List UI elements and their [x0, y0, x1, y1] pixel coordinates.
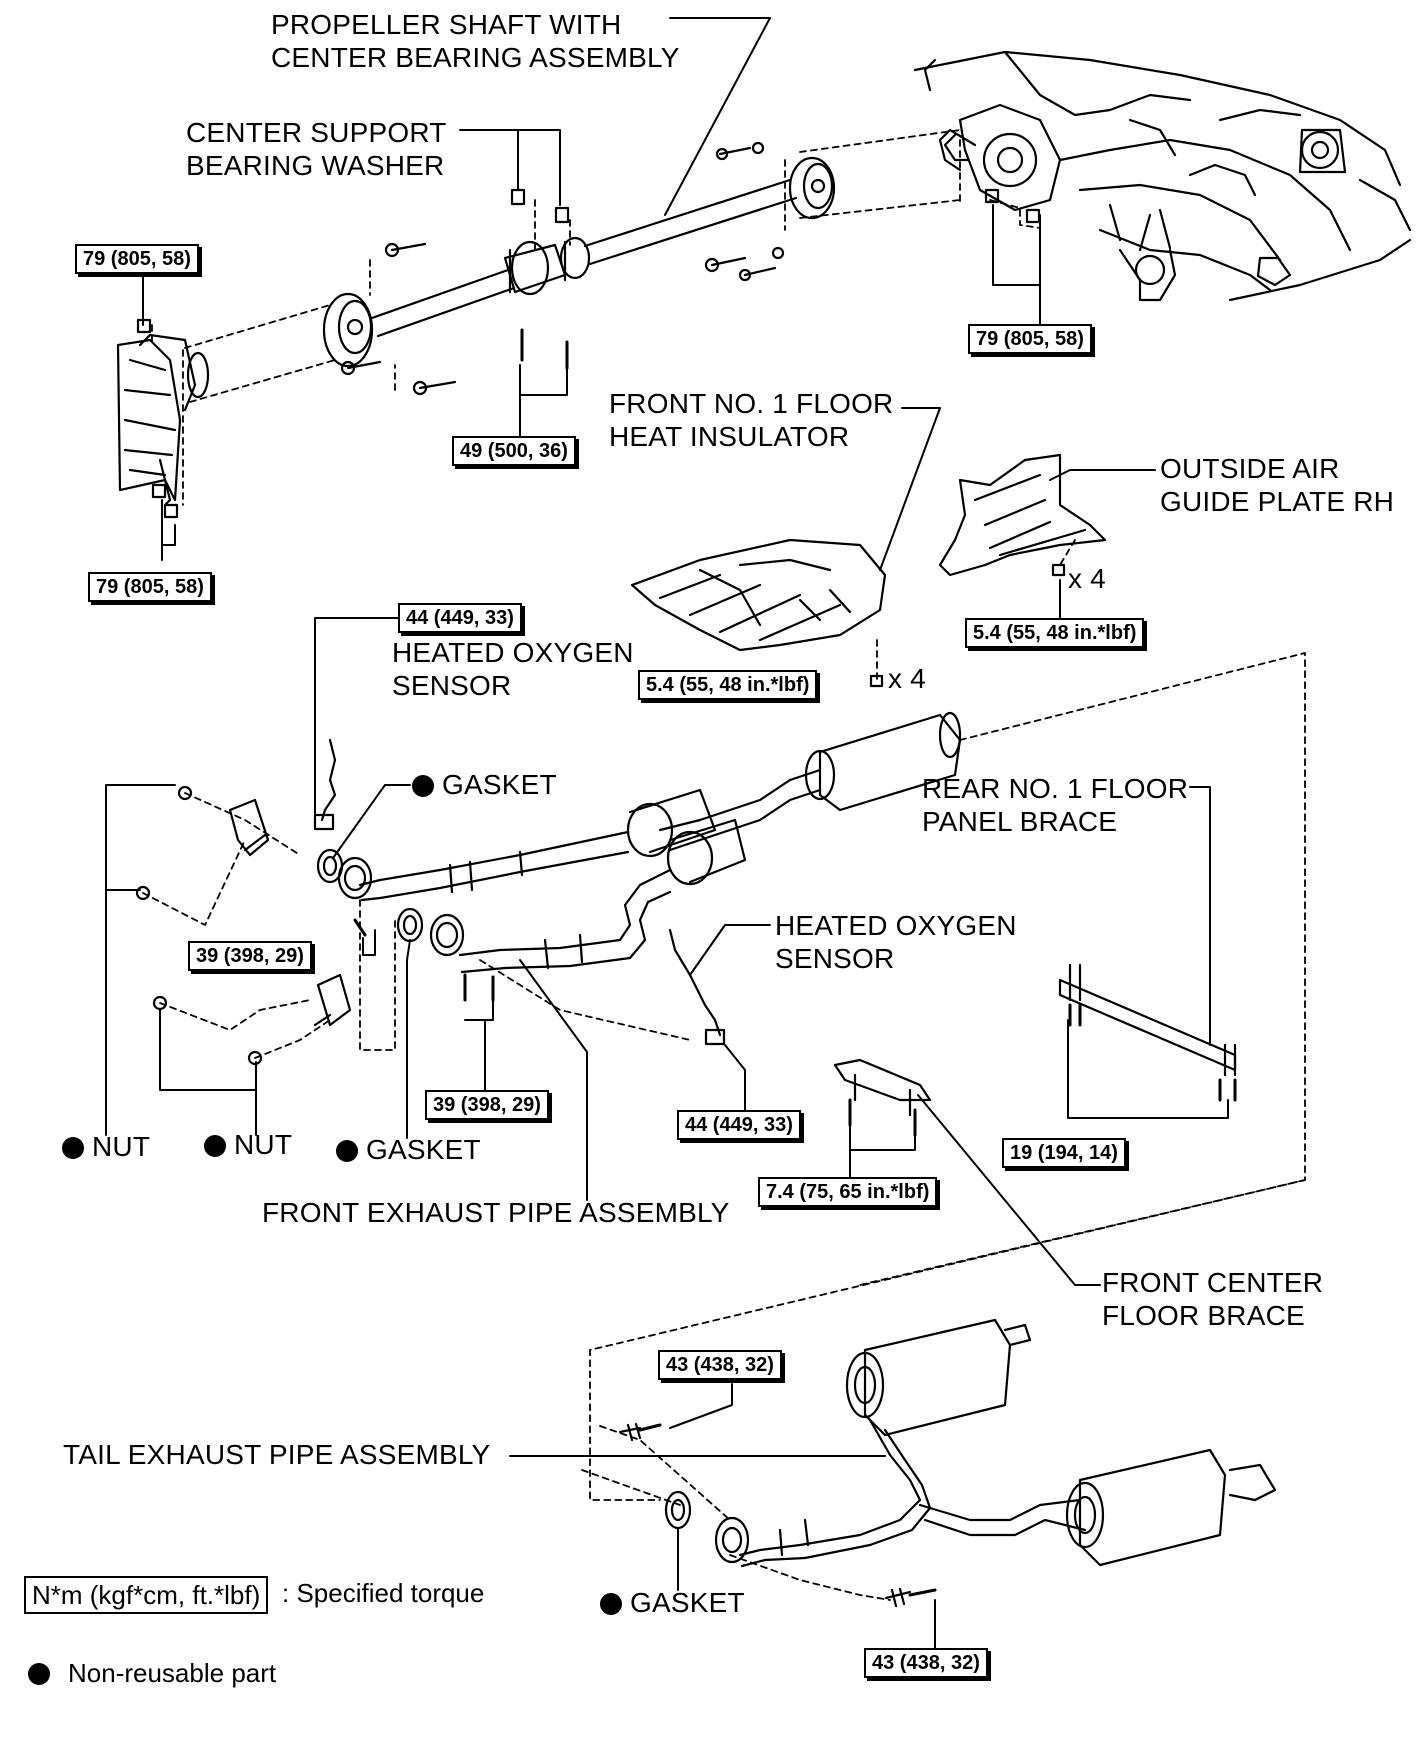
front-center-brace-line2: FLOOR BRACE [1102, 1300, 1305, 1331]
front-exhaust-pipe-label: FRONT EXHAUST PIPE ASSEMBLY [262, 1197, 730, 1228]
torque-box-t9: 39 (398, 29) [425, 1090, 549, 1120]
nut-right-label: NUT [204, 1128, 292, 1161]
torque-box-t8: 39 (398, 29) [188, 941, 312, 971]
oxygen-sensor-lower-line1: HEATED OXYGEN [775, 910, 1017, 941]
nut-left-label: NUT [62, 1130, 150, 1163]
torque-box-t6: 5.4 (55, 48 in.*lbf) [965, 618, 1145, 648]
legend-torque-unit-box: N*m (kgf*cm, ft.*lbf) [24, 1576, 269, 1614]
legend-nonreusable-text: Non-reusable part [68, 1658, 277, 1688]
torque-box-t5: 44 (449, 33) [398, 603, 522, 633]
air-guide-plate-label: OUTSIDE AIR GUIDE PLATE RH [1160, 452, 1394, 518]
front-exhaust-pipe-drawing [358, 711, 962, 974]
center-support-washer-line1: CENTER SUPPORT [186, 117, 447, 148]
leader-lines [105, 17, 1229, 1653]
front-flange-dashes [151, 159, 786, 506]
qty-insulator-label: x 4 [888, 663, 926, 694]
tail-exhaust-pipe-label: TAIL EXHAUST PIPE ASSEMBLY [63, 1439, 491, 1470]
propeller-shaft-label-line1: PROPELLER SHAFT WITH [271, 9, 622, 40]
torque-box-t2: 79 (805, 58) [88, 572, 212, 602]
oxygen-sensor-lower-line2: SENSOR [775, 943, 895, 974]
nut-left-text: NUT [92, 1131, 151, 1162]
oxygen-sensor-upper-line2: SENSOR [392, 670, 512, 701]
gasket-middle-text: GASKET [366, 1134, 481, 1165]
torque-box-t13: 43 (438, 32) [658, 1350, 782, 1380]
nonreusable-dot-icon [336, 1140, 358, 1162]
air-guide-plate-drawing [938, 453, 1107, 577]
torque-box-t14: 43 (438, 32) [864, 1648, 988, 1678]
oxygen-sensor-lower-label: HEATED OXYGEN SENSOR [775, 909, 1017, 975]
tail-pipe-springs [618, 1422, 937, 1608]
gasket-upper-text: GASKET [442, 769, 557, 800]
rear-differential-drawing [913, 50, 1412, 302]
torque-box-t3: 49 (500, 36) [452, 436, 576, 466]
front-center-brace-drawing [833, 1058, 932, 1137]
exhaust-dashes [142, 652, 1306, 1501]
nonreusable-dot-icon [28, 1663, 50, 1685]
torque-box-t10: 44 (449, 33) [677, 1110, 801, 1140]
gasket-upper-label: GASKET [412, 768, 557, 801]
oxygen-sensors [313, 738, 726, 1046]
gasket-middle-label: GASKET [336, 1133, 481, 1166]
torque-box-t7: 5.4 (55, 48 in.*lbf) [638, 670, 818, 700]
qty-plate-label: x 4 [1068, 563, 1106, 594]
exhaust-gaskets [316, 848, 465, 957]
front-center-brace-label: FRONT CENTER FLOOR BRACE [1102, 1266, 1323, 1332]
legend-nonreusable: Non-reusable part [28, 1658, 276, 1688]
propeller-shaft-label-line2: CENTER BEARING ASSEMBLY [271, 42, 680, 73]
torque-box-t4: 79 (805, 58) [968, 324, 1092, 354]
oxygen-sensor-upper-line1: HEATED OXYGEN [392, 637, 634, 668]
heat-insulator-drawing [630, 538, 887, 652]
propeller-shaft-drawing [322, 156, 836, 368]
rear-floor-brace-drawing [1058, 963, 1237, 1102]
rear-floor-brace-label: REAR NO. 1 FLOOR PANEL BRACE [922, 772, 1188, 838]
oxygen-sensor-upper-label: HEATED OXYGEN SENSOR [392, 636, 634, 702]
legend-torque-desc: : Specified torque [282, 1578, 485, 1608]
gasket-bottom-text: GASKET [630, 1587, 745, 1618]
nonreusable-dot-icon [600, 1593, 622, 1615]
air-guide-plate-line1: OUTSIDE AIR [1160, 453, 1340, 484]
heat-insulator-line1: FRONT NO. 1 FLOOR [609, 388, 894, 419]
nonreusable-dot-icon [62, 1137, 84, 1159]
torque-box-t1: 79 (805, 58) [75, 244, 199, 274]
heat-insulator-label: FRONT NO. 1 FLOOR HEAT INSULATOR [609, 387, 893, 453]
shaft-bolts [136, 141, 1041, 519]
nut-right-text: NUT [234, 1129, 293, 1160]
rear-floor-brace-line1: REAR NO. 1 FLOOR [922, 773, 1189, 804]
heat-insulator-line2: HEAT INSULATOR [609, 421, 850, 452]
front-center-brace-line1: FRONT CENTER [1102, 1267, 1324, 1298]
gasket-bottom-label: GASKET [600, 1586, 745, 1619]
rear-floor-brace-line2: PANEL BRACE [922, 806, 1118, 837]
nonreusable-dot-icon [412, 775, 434, 797]
torque-box-t12: 7.4 (75, 65 in.*lbf) [758, 1177, 938, 1207]
rear-flange-dashes [799, 129, 1041, 229]
front-pipe-bolts [353, 918, 495, 1002]
propeller-shaft-label: PROPELLER SHAFT WITH CENTER BEARING ASSE… [271, 8, 680, 74]
transmission-drawing [116, 333, 210, 507]
center-support-washer-label: CENTER SUPPORT BEARING WASHER [186, 116, 447, 182]
torque-box-t11: 19 (194, 14) [1002, 1138, 1126, 1168]
nonreusable-dot-icon [204, 1135, 226, 1157]
air-guide-plate-line2: GUIDE PLATE RH [1160, 486, 1395, 517]
tail-pipe-dashes [581, 1425, 891, 1601]
center-support-washer-line2: BEARING WASHER [186, 150, 445, 181]
manifold-drawing [135, 785, 352, 1066]
